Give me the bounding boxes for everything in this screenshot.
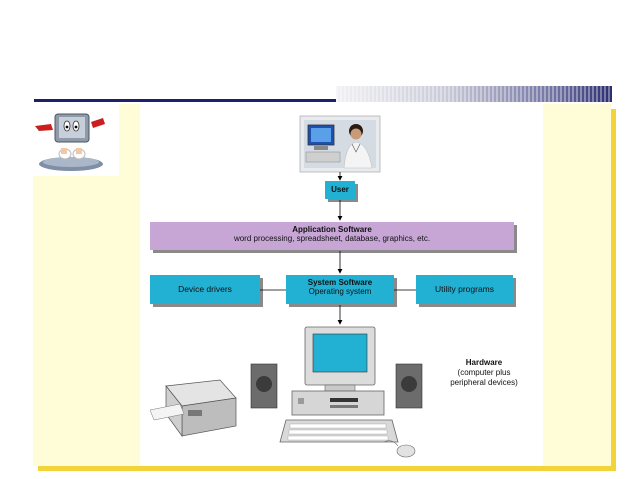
- utility-programs-label: Utility programs: [434, 284, 495, 294]
- application-software-box: Application Software word processing, sp…: [150, 222, 514, 250]
- hardware-illustration: [149, 326, 423, 458]
- user-label: User: [331, 185, 349, 194]
- application-software-subtitle: word processing, spreadsheet, database, …: [233, 234, 431, 243]
- user-photo: [299, 115, 381, 173]
- device-drivers-box: Device drivers: [150, 275, 260, 304]
- system-software-box: System Software Operating system: [286, 275, 394, 304]
- system-software-subtitle: Operating system: [308, 287, 372, 296]
- device-drivers-label: Device drivers: [178, 284, 232, 294]
- utility-programs-box: Utility programs: [416, 275, 513, 304]
- system-software-title: System Software: [307, 278, 373, 287]
- user-box: User: [325, 181, 355, 199]
- hardware-description: (computer plus peripheral devices): [450, 368, 518, 387]
- hardware-label: Hardware (computer plus peripheral devic…: [438, 358, 530, 388]
- cartoon-computer-mascot-icon: [33, 104, 119, 176]
- title-gradient-band: [336, 86, 612, 102]
- application-software-title: Application Software: [292, 225, 372, 234]
- hardware-title: Hardware: [465, 358, 503, 367]
- title-rule: [34, 99, 336, 102]
